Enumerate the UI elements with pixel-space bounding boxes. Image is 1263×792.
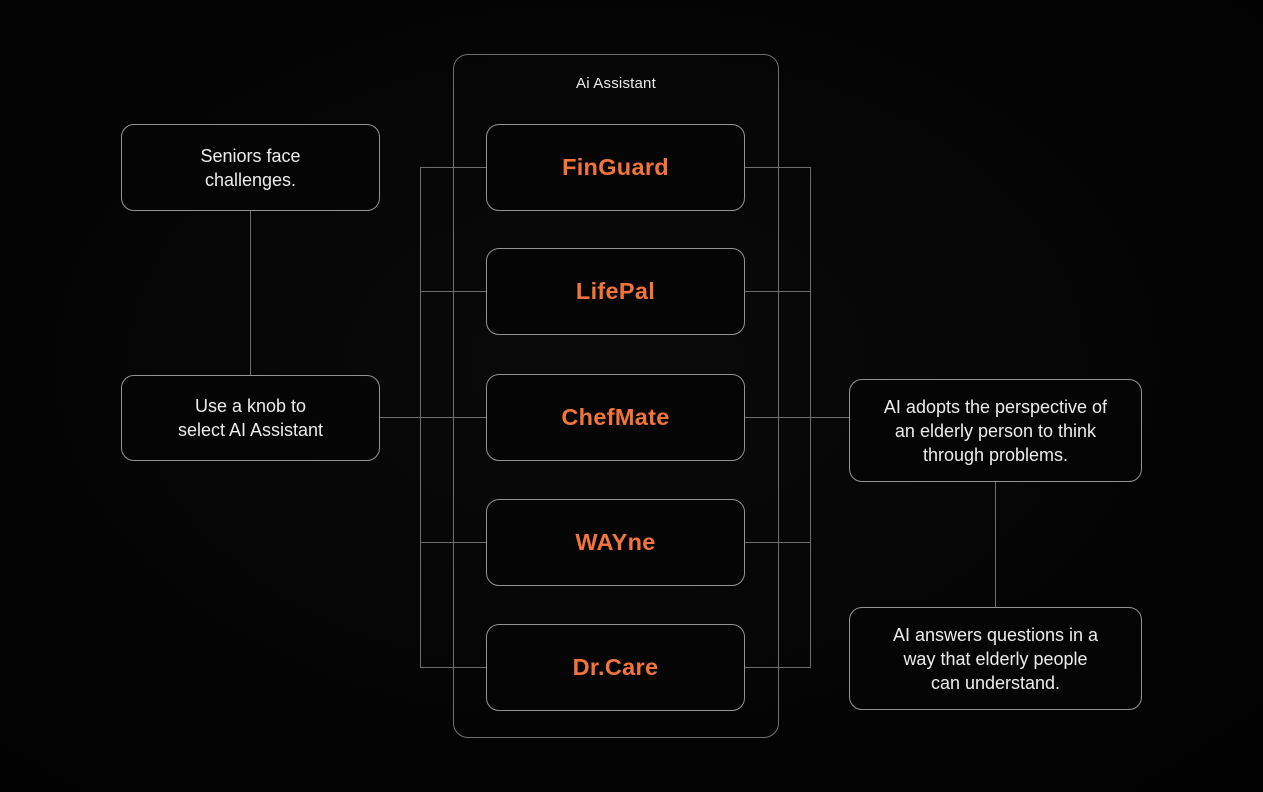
- text-line: challenges.: [204, 169, 297, 190]
- assistant-option-drcare[interactable]: Dr.Care: [486, 624, 745, 711]
- text-line: through problems.: [922, 444, 1069, 465]
- connector-finguard-to-bus: [745, 167, 810, 168]
- connector-lifepal-to-bus: [745, 291, 810, 292]
- assistant-option-wayne[interactable]: WAYne: [486, 499, 745, 586]
- ai-perspective-box: AI adopts the perspective of an elderly …: [849, 379, 1142, 482]
- assistant-option-chefmate[interactable]: ChefMate: [486, 374, 745, 461]
- seniors-challenges-box: Seniors face challenges.: [121, 124, 380, 211]
- text-line: Seniors face: [200, 145, 301, 166]
- assistant-label: ChefMate: [561, 404, 670, 430]
- assistant-label: LifePal: [575, 278, 656, 304]
- assistant-label: Dr.Care: [572, 654, 659, 680]
- connector-adopts-to-answers: [995, 482, 996, 607]
- connector-wayne-to-bus: [745, 542, 810, 543]
- ai-answers-box: AI answers questions in a way that elder…: [849, 607, 1142, 710]
- assistant-label: WAYne: [575, 529, 656, 555]
- connector-knob-to-chefmate: [380, 417, 486, 418]
- text-line: can understand.: [930, 672, 1061, 693]
- text-line: AI adopts the perspective of: [883, 396, 1108, 417]
- text-line: AI answers questions in a: [892, 624, 1099, 645]
- text-line: an elderly person to think: [894, 420, 1097, 441]
- knob-select-text: Use a knob to select AI Assistant: [178, 394, 323, 442]
- ai-assistant-group: Ai Assistant: [453, 54, 779, 738]
- seniors-challenges-text: Seniors face challenges.: [200, 144, 300, 192]
- text-line: way that elderly people: [903, 648, 1088, 669]
- assistant-option-finguard[interactable]: FinGuard: [486, 124, 745, 211]
- ai-perspective-text: AI adopts the perspective of an elderly …: [884, 395, 1107, 467]
- text-line: select AI Assistant: [177, 420, 324, 440]
- connector-seniors-to-knob: [250, 211, 251, 375]
- assistant-option-lifepal[interactable]: LifePal: [486, 248, 745, 335]
- connector-drcare-to-bus: [745, 667, 810, 668]
- ai-assistant-group-title: Ai Assistant: [576, 75, 656, 92]
- connector-chefmate-to-adopts: [745, 417, 849, 418]
- knob-select-box: Use a knob to select AI Assistant: [121, 375, 380, 461]
- text-line: Use a knob to: [194, 396, 307, 416]
- ai-answers-text: AI answers questions in a way that elder…: [893, 623, 1098, 695]
- assistant-label: FinGuard: [562, 154, 669, 180]
